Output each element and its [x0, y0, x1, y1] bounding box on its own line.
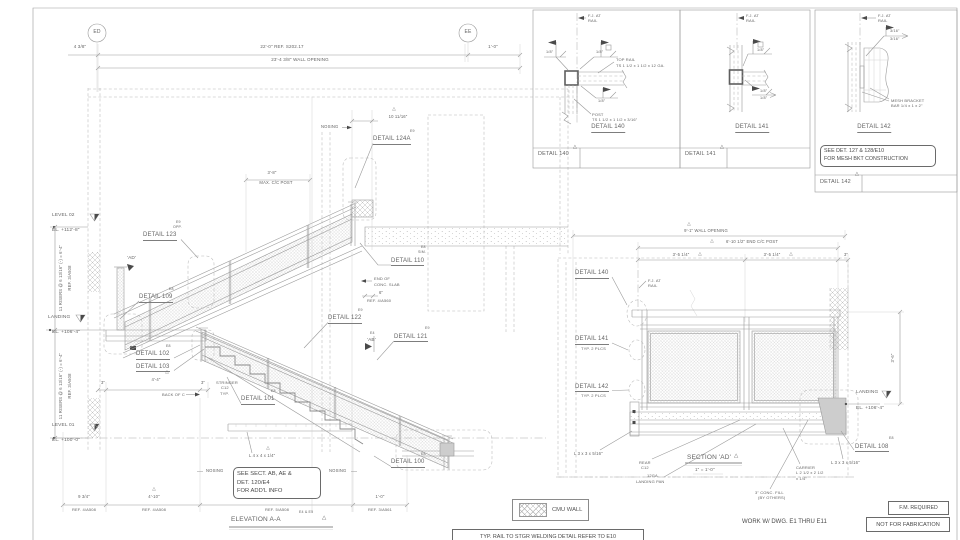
cmu-wall-label: CMU WALL: [552, 507, 583, 513]
elevation-dimensions: [60, 97, 410, 530]
mesh-note-line1: SEE DET. 127 & 128/E10: [824, 148, 885, 154]
work-with-note: WORK W/ DWG. E1 THRU E11: [742, 519, 827, 525]
lower-flight: [195, 326, 454, 470]
sheet-border: [32, 7, 958, 540]
section-cut-markers: [127, 264, 375, 352]
detail-panel-141: [679, 9, 811, 169]
typ-rail-note-text: TYP. RAIL TO STGR WELDING DETAIL REFER T…: [480, 534, 616, 540]
not-for-fabrication-box: NOT FOR FABRICATION: [866, 517, 950, 532]
typ-rail-note-box: TYP. RAIL TO STGR WELDING DETAIL REFER T…: [452, 529, 644, 540]
cmu-hatch-swatch: [519, 503, 547, 517]
elevation-note-box: SEE SECT. AB, AE & DET. 120/E4 FOR ADD'L…: [233, 467, 321, 500]
cmu-wall-legend: CMU WALL: [512, 499, 590, 521]
base-angle-and-pan: [227, 423, 493, 471]
upper-flight: [113, 110, 378, 359]
detail-panel-140: [532, 9, 681, 169]
grid-bubbles: [87, 23, 478, 92]
elevation-leaders: [119, 143, 395, 467]
mesh-note-line2: FOR MESH BKT CONSTRUCTION: [824, 155, 908, 162]
top-dimensions: [68, 44, 523, 92]
concrete-slab: [364, 226, 568, 247]
fm-required-box: F.M. REQUIRED: [888, 501, 949, 515]
fm-required-text: F.M. REQUIRED: [899, 505, 938, 511]
not-for-fabrication-text: NOT FOR FABRICATION: [876, 521, 940, 528]
detail-panel-142: [814, 9, 958, 193]
elevation-note-line2: DET. 120/E4: [237, 479, 270, 486]
section-ad: [557, 230, 904, 490]
mesh-bracket-note-box: SEE DET. 127 & 128/E10 FOR MESH BKT CONS…: [820, 145, 936, 167]
elevation-note-line1: SEE SECT. AB, AE &: [237, 471, 292, 477]
floor-lines: [56, 437, 856, 478]
elevation-note-line3: FOR ADD'L INFO: [237, 488, 283, 495]
cmu-wall-outline: [87, 88, 569, 452]
